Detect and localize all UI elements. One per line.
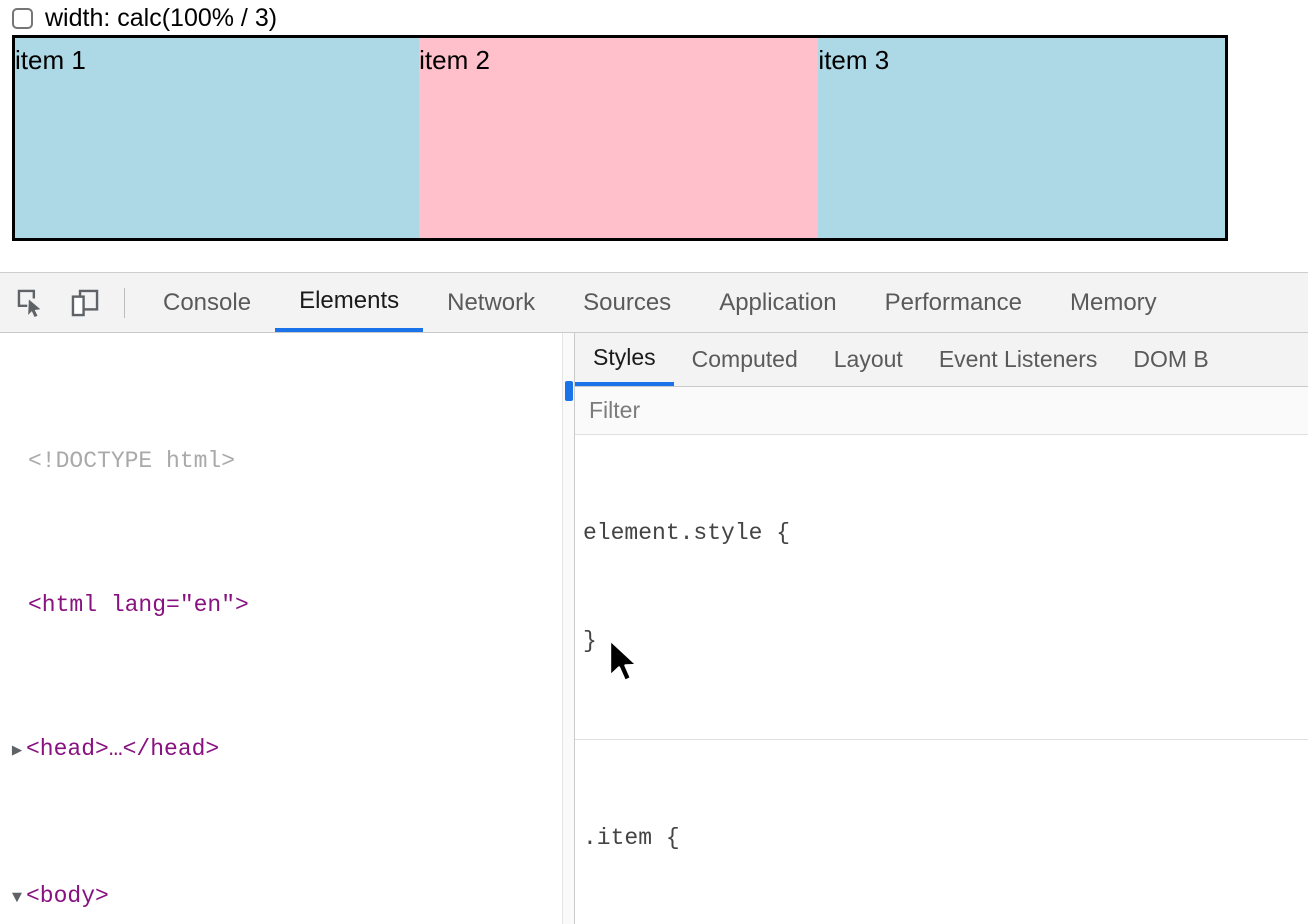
tab-elements[interactable]: Elements bbox=[275, 273, 424, 332]
dom-tree-scrollbar-thumb[interactable] bbox=[565, 381, 573, 401]
tab-dom-breakpoints[interactable]: DOM B bbox=[1115, 333, 1226, 386]
styles-pane: Styles Computed Layout Event Listeners D… bbox=[575, 333, 1308, 924]
dom-row-head[interactable]: ▶<head>…</head> bbox=[0, 731, 574, 770]
collapse-triangle-icon[interactable]: ▼ bbox=[11, 889, 23, 908]
checkbox-label[interactable]: width: calc(100% / 3) bbox=[45, 3, 278, 32]
styles-filter-bar bbox=[575, 387, 1308, 435]
box-item-2: item 2 bbox=[419, 38, 819, 238]
tab-styles[interactable]: Styles bbox=[575, 333, 674, 386]
tab-event-listeners[interactable]: Event Listeners bbox=[921, 333, 1116, 386]
tab-computed[interactable]: Computed bbox=[674, 333, 816, 386]
dom-tree-scrollbar[interactable] bbox=[562, 333, 574, 924]
inspect-element-icon[interactable] bbox=[8, 280, 54, 326]
css-selector[interactable]: element.style { bbox=[583, 520, 791, 546]
tab-application[interactable]: Application bbox=[695, 273, 860, 332]
tab-console[interactable]: Console bbox=[139, 273, 275, 332]
dom-row-html[interactable]: <html lang="en"> bbox=[28, 592, 249, 618]
tab-sources[interactable]: Sources bbox=[559, 273, 695, 332]
toolbar-divider bbox=[124, 287, 125, 318]
devtools-tab-bar: Console Elements Network Sources Applica… bbox=[139, 273, 1181, 332]
device-toolbar-icon[interactable] bbox=[62, 280, 108, 326]
rendered-page-area: width: calc(100% / 3) item 1 item 2 item… bbox=[0, 0, 1308, 272]
inspect-element-glyph bbox=[17, 289, 41, 317]
css-rule-item: .item { width: calc(100% / 3); width: 33… bbox=[575, 740, 1308, 924]
tab-memory[interactable]: Memory bbox=[1046, 273, 1181, 332]
box-item-3: item 3 bbox=[818, 38, 1225, 238]
devtools-panes: <!DOCTYPE html> <html lang="en"> ▶<head>… bbox=[0, 333, 1308, 924]
devtools-toolbar: Console Elements Network Sources Applica… bbox=[0, 273, 1308, 333]
tab-performance[interactable]: Performance bbox=[861, 273, 1046, 332]
tab-network[interactable]: Network bbox=[423, 273, 559, 332]
dom-tree: <!DOCTYPE html> <html lang="en"> ▶<head>… bbox=[0, 333, 574, 924]
dom-row-body[interactable]: ▼<body> bbox=[0, 878, 574, 917]
expand-triangle-icon[interactable]: ▶ bbox=[11, 742, 23, 761]
css-rule-element-style: element.style { } bbox=[575, 435, 1308, 740]
device-toolbar-glyph bbox=[71, 289, 99, 316]
css-selector-item[interactable]: .item { bbox=[583, 825, 680, 851]
box-item-1: item 1 bbox=[15, 38, 420, 238]
checkbox-row: width: calc(100% / 3) bbox=[12, 2, 277, 34]
devtools-panel: Console Elements Network Sources Applica… bbox=[0, 272, 1308, 924]
dom-row-doctype[interactable]: <!DOCTYPE html> bbox=[28, 448, 236, 474]
styles-filter-input[interactable] bbox=[575, 396, 1288, 425]
css-rule-close: } bbox=[583, 628, 597, 654]
width-calc-checkbox[interactable] bbox=[12, 7, 33, 29]
box-container: item 1 item 2 item 3 bbox=[12, 35, 1228, 241]
dom-tree-pane: <!DOCTYPE html> <html lang="en"> ▶<head>… bbox=[0, 333, 575, 924]
styles-tab-bar: Styles Computed Layout Event Listeners D… bbox=[575, 333, 1308, 387]
tab-layout[interactable]: Layout bbox=[816, 333, 921, 386]
